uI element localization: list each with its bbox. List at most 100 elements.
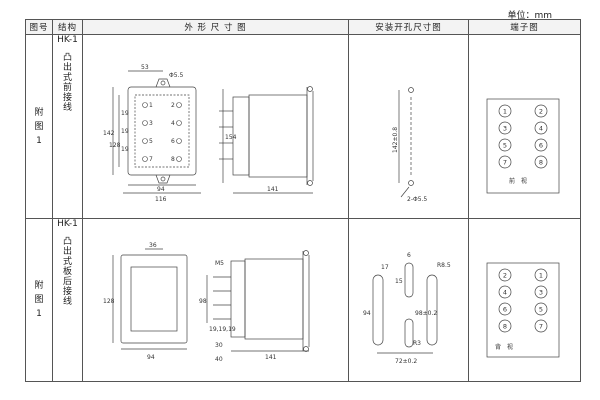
svg-text:3: 3: [149, 120, 153, 127]
table-row: 附图1 HK-1 凸出式板后接线: [25, 218, 581, 382]
outline-drawing: 36 128 94 M5 98 19,19,19 30 40 141: [103, 242, 310, 363]
model-name: HK-1: [57, 219, 78, 229]
svg-text:7: 7: [149, 156, 153, 163]
mounting-drawing-cell: 17 6 R8.5 15 94 98±0.2 R3 72±0.2: [348, 218, 469, 382]
structure-text: 凸出式前接线: [62, 53, 72, 113]
header-outline: 外 形 尺 寸 图: [82, 19, 349, 35]
terminal-label: 3: [503, 125, 507, 133]
model-name: HK-1: [57, 35, 78, 45]
terminal-view: 前 视: [509, 177, 529, 185]
mount-w72: 72±0.2: [395, 358, 417, 365]
header-fig-no: 图号: [25, 19, 53, 35]
mount-d15: 15: [395, 278, 403, 285]
fig-no-cell: 附图1: [25, 218, 53, 382]
dim-d30: 30: [215, 342, 223, 349]
terminal-circle: [498, 268, 512, 282]
dim-w: 94: [147, 354, 155, 361]
structure-text: 凸出式板后接线: [62, 237, 72, 307]
mount-height: 142±0.8: [392, 127, 399, 153]
svg-text:8: 8: [171, 156, 175, 163]
terminal-circle: [534, 268, 548, 282]
terminal-grid: 1 2 3 4 5 6 7 8: [498, 104, 548, 169]
header-structure: 结构: [52, 19, 83, 35]
mount-r: R8.5: [437, 262, 451, 269]
dim-b1: 94: [157, 186, 165, 193]
unit-label: 单位：mm: [507, 11, 552, 21]
terminal-view: 背 视: [495, 343, 515, 351]
svg-text:5: 5: [149, 138, 153, 145]
dim-h: 128: [103, 298, 115, 305]
dim-h1: 142: [103, 130, 115, 137]
fig-no-cell: 附图1: [25, 34, 53, 219]
terminal-label: 6: [539, 142, 543, 150]
table-row: 附图1 HK-1 凸出式前接线: [25, 34, 581, 219]
terminal-label: 4: [539, 125, 543, 133]
terminal-label: 3: [539, 289, 543, 297]
mount-d6: 6: [407, 252, 411, 259]
terminal-circle: [498, 155, 512, 169]
terminal-circle: [534, 319, 548, 333]
mount-d17: 17: [381, 264, 389, 271]
mount-r3: R3: [413, 340, 421, 347]
terminal-label: 2: [503, 272, 507, 280]
header-terminal: 端子图: [468, 19, 581, 35]
terminal-circle: [534, 138, 548, 152]
mount-d98: 98±0.2: [415, 310, 437, 317]
terminal-label: 5: [503, 142, 507, 150]
svg-text:4: 4: [171, 120, 175, 127]
terminal-circle: [498, 285, 512, 299]
terminal-label: 1: [539, 272, 543, 280]
dim-h-side: 98: [199, 298, 207, 305]
terminal-label: 1: [503, 108, 507, 116]
svg-text:6: 6: [171, 138, 175, 145]
terminal-circle: [498, 104, 512, 118]
terminal-label: 4: [503, 289, 507, 297]
terminal-drawing: 1 2 3 4 5 6 7 8 前 视: [486, 98, 560, 194]
terminal-label: 5: [539, 306, 543, 314]
fig-no: 附图1: [34, 281, 44, 319]
header-row: 图号 结构 外 形 尺 寸 图 安装开孔尺寸图 端子图: [25, 19, 581, 35]
terminal-circle: [498, 138, 512, 152]
dim-top: 36: [149, 242, 157, 249]
dim-d40: 40: [215, 356, 223, 363]
structure-cell: HK-1 凸出式板后接线: [52, 218, 83, 382]
mounting-drawing-cell: 142±0.8 2-Φ5.5: [348, 34, 469, 219]
dim-width-top: 53: [141, 64, 149, 71]
terminal-circle: [498, 302, 512, 316]
dim-hole: Φ5.5: [169, 72, 183, 79]
dim-pitch: 19,19,19: [209, 326, 236, 333]
dim-h2: 128: [109, 142, 121, 149]
mount-holes: 2-Φ5.5: [407, 196, 427, 203]
terminal-label: 7: [503, 159, 507, 167]
terminal-label: 7: [539, 323, 543, 331]
terminal-circle: [534, 104, 548, 118]
svg-text:1: 1: [149, 102, 153, 109]
terminal-label: 2: [539, 108, 543, 116]
terminal-circle: [534, 155, 548, 169]
terminal-circle: [498, 121, 512, 135]
terminal-circle: [534, 121, 548, 135]
dim-h4: 19: [121, 128, 129, 135]
fig-no: 附图1: [34, 107, 44, 146]
mounting-drawing: 142±0.8 2-Φ5.5: [392, 87, 427, 203]
mount-d94: 94: [363, 310, 371, 317]
dim-screw: M5: [215, 260, 224, 267]
terminal-circle: [498, 319, 512, 333]
terminal-circle: [534, 302, 548, 316]
dim-h5: 19: [121, 146, 129, 153]
terminal-circle: [534, 285, 548, 299]
outline-drawing-cell: 53 Φ5.5 142 128 19 19 19 94 116 154 141 …: [82, 34, 349, 219]
dim-h3: 19: [121, 110, 129, 117]
outline-drawing-cell: 36 128 94 M5 98 19,19,19 30 40 141: [82, 218, 349, 382]
structure-cell: HK-1 凸出式前接线: [52, 34, 83, 219]
terminal-label: 8: [539, 159, 543, 167]
dim-side-h: 154: [225, 134, 237, 141]
svg-text:2: 2: [171, 102, 175, 109]
terminal-drawing-cell: 1 2 3 4 5 6 7 8 前 视: [468, 34, 581, 219]
outline-drawing: 53 Φ5.5 142 128 19 19 19 94 116 154 141 …: [103, 64, 314, 203]
dim-len: 141: [265, 354, 277, 361]
terminal-label: 6: [503, 306, 507, 314]
